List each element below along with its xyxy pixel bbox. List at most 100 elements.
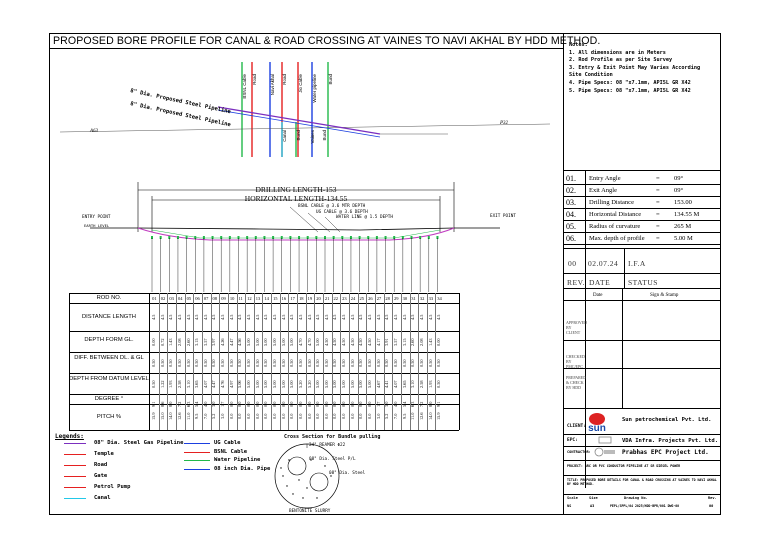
diff-cell: 0.50	[185, 359, 191, 367]
legend-label: Petrol Pump	[94, 484, 131, 490]
depth-cell: 4.50	[341, 338, 347, 346]
depth-cell: 5.00	[271, 338, 277, 346]
distance-cell: 4.5	[401, 314, 407, 320]
table-column-divider	[392, 293, 394, 430]
legend-swatch	[64, 476, 86, 481]
distance-cell: 4.5	[341, 314, 347, 320]
rod-joint	[246, 236, 249, 239]
datum-cell: 5.00	[341, 380, 347, 388]
plan-band-label: Canal	[282, 130, 287, 142]
rod-number-cell: 23	[342, 296, 347, 301]
table-column-divider	[348, 293, 350, 430]
table-column-divider	[175, 293, 177, 430]
cross-section-title: Cross Section for Bundle pulling	[284, 434, 381, 440]
table-column-divider	[374, 293, 376, 430]
scale-value: NS	[567, 504, 572, 508]
reamer-label: 24" REAMER Φ22	[309, 442, 346, 448]
pitch-cell: 0.0	[263, 413, 269, 419]
distance-cell: 4.5	[211, 314, 217, 320]
table-column-divider	[323, 293, 324, 430]
row-header-distance: DISTANCE LENGTH	[81, 314, 136, 320]
distance-cell: 4.5	[151, 314, 156, 320]
rod-joint	[289, 236, 292, 239]
datum-cell: 3.10	[410, 380, 416, 388]
diff-cell: 0.50	[194, 359, 200, 367]
legend-label: 08 inch Dia. Pipe	[214, 465, 271, 472]
table-column-divider	[227, 293, 229, 430]
rod-number-cell: 10	[229, 296, 235, 301]
distance-cell: 4.5	[280, 314, 286, 320]
legend-heading: Legends:	[55, 433, 84, 440]
table-column-divider	[383, 293, 385, 430]
plan-band-label: Road	[282, 74, 287, 85]
table-column-divider	[193, 293, 195, 430]
legend-swatch	[184, 443, 210, 446]
rod-joint	[349, 236, 352, 239]
row-header-degree: DEGREE °	[94, 396, 124, 402]
pitch-cell: 11.0	[185, 412, 191, 420]
approval-pmc: CHECKED BY PMC/EPC	[566, 354, 585, 369]
rod-joint	[315, 236, 318, 239]
depth-cell: 4.50	[332, 338, 338, 346]
table-column-divider	[297, 293, 299, 430]
drawing-title: PROPOSED BORE PROFILE FOR CANAL & ROAD C…	[53, 35, 601, 47]
pitch-cell: 0.0	[289, 413, 295, 419]
depth-cell: 1.43	[168, 338, 174, 346]
size-value: A3	[590, 504, 595, 508]
legend-swatch	[64, 465, 86, 470]
plan-band-label: Bund	[296, 130, 301, 141]
pitch-cell: 0.0	[315, 413, 321, 419]
diff-cell: 0.50	[246, 359, 252, 367]
depth-cell: 5.00	[246, 338, 252, 346]
pitch-cell: 0.0	[306, 413, 312, 419]
rod-number-cell: 08	[212, 296, 218, 301]
rod-joint	[375, 236, 378, 239]
cross-section-diagram: 24" REAMER Φ22 08" Dia. Steel P/L 08" Di…	[274, 442, 367, 514]
parameter-eq: =	[656, 235, 660, 242]
note-item: 2. Rod Profile as per Site Survey	[569, 57, 673, 64]
notes-block: Notes: 1. All dimensions are in Meters 2…	[569, 42, 719, 95]
distance-cell: 4.5	[289, 314, 295, 320]
legend-label: Water Pipeline	[214, 457, 261, 463]
datum-cell: 5.00	[280, 380, 286, 388]
row-header-rod: ROD NO.	[96, 295, 122, 301]
diff-cell: 0.50	[367, 359, 373, 367]
datum-cell: 4.67	[375, 380, 381, 388]
legend-label: 08" Dia. Steel Gas Pipeline	[94, 440, 184, 446]
profile-leaders	[151, 238, 438, 292]
svg-text:sun: sun	[588, 423, 606, 434]
datum-cell: 3.65	[401, 380, 407, 388]
parameter-value: 265 M	[674, 223, 692, 230]
distance-cell: 4.5	[176, 314, 182, 320]
rod-number-cell: 31	[411, 296, 416, 301]
pitch-cell: 14.0	[168, 412, 174, 420]
parameter-value: 153.00	[674, 199, 692, 206]
size-header: Size	[589, 496, 598, 500]
note-item: 1. All dimensions are in Meters	[569, 49, 666, 56]
depth-cell: 4.56	[237, 338, 243, 346]
rod-joint	[401, 236, 404, 239]
depth-cell: 0.00	[151, 338, 156, 346]
rod-number-cell: 03	[169, 296, 174, 301]
profile-view: DRILLING LENGTH-153 HORIZONTAL LENGTH-13…	[82, 182, 516, 292]
datum-cell: 5.00	[289, 380, 295, 388]
diff-cell: 0.50	[392, 359, 398, 367]
table-column-divider	[158, 293, 160, 430]
distance-cell: 4.5	[237, 314, 243, 320]
rod-number-cell: 33	[428, 296, 434, 301]
table-column-divider	[331, 293, 333, 430]
parameter-no: 04.	[566, 210, 576, 219]
diff-cell: 0.50	[220, 359, 226, 367]
depth-cell: 3.15	[194, 338, 200, 346]
rod-number-cell: 27	[376, 296, 382, 301]
rod-joint	[263, 236, 266, 239]
entry-point-label: ENTRY POINT	[82, 214, 111, 220]
datum-cell: 5.00	[246, 380, 252, 388]
pitch-cell: 0.0	[297, 413, 303, 419]
exit-point-label: EXIT POINT	[490, 213, 516, 219]
legend-swatch	[184, 451, 210, 455]
diff-cell: 0.50	[306, 359, 312, 367]
parameter-value: 09°	[674, 175, 684, 182]
legend-label: UG Cable	[214, 440, 241, 446]
sub-date-header: Date	[593, 293, 603, 298]
